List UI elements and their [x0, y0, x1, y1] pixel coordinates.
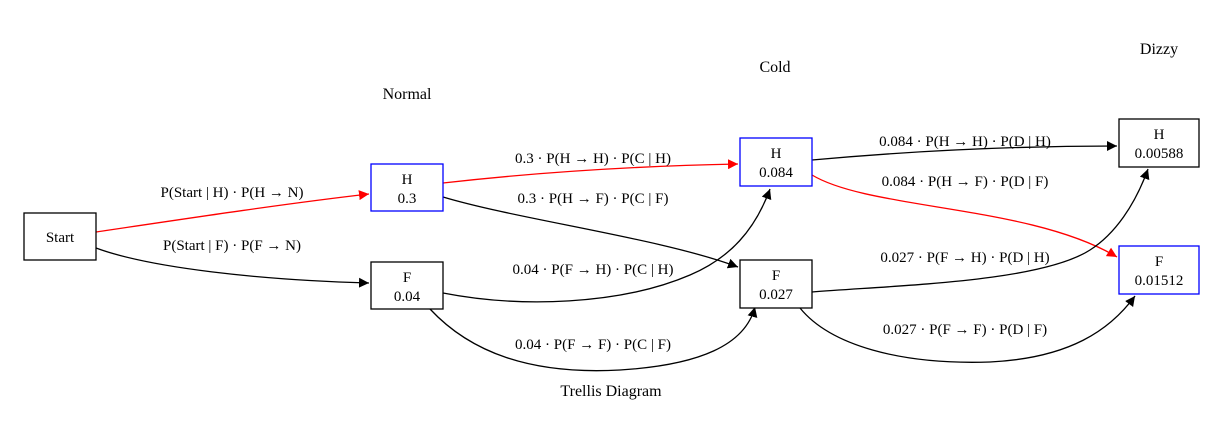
edge-normal-h-to-cold-h	[442, 159, 739, 184]
column-header-cold: Cold	[759, 59, 790, 76]
node-normal-f: F 0.04	[370, 261, 444, 310]
edge-cold-f-to-dizzy-h	[811, 168, 1150, 293]
edge-label-cold-h-dizzy-h: 0.084 · P(H → H) · P(D | H)	[879, 134, 1051, 150]
node-cold-h-value: 0.084	[759, 165, 793, 181]
node-start: Start	[23, 212, 97, 261]
diagram-caption: Trellis Diagram	[560, 383, 662, 400]
node-dizzy-f-value: 0.01512	[1135, 273, 1184, 289]
node-normal-f-value: 0.04	[394, 289, 421, 305]
node-cold-h: H 0.084	[739, 137, 813, 187]
node-normal-h: H 0.3	[370, 163, 444, 212]
edge-label-normal-f-cold-h: 0.04 · P(F → H) · P(C | H)	[513, 262, 674, 278]
column-header-normal: Normal	[383, 86, 432, 103]
edge-normal-h-to-cold-f	[442, 196, 739, 269]
edge-normal-f-to-cold-f	[429, 306, 758, 372]
column-header-dizzy: Dizzy	[1140, 41, 1178, 58]
edge-label-normal-h-cold-f: 0.3 · P(H → F) · P(C | F)	[518, 191, 669, 207]
edge-label-cold-h-dizzy-f: 0.084 · P(H → F) · P(D | F)	[882, 174, 1049, 190]
node-cold-f-state: F	[772, 268, 780, 284]
edge-cold-h-to-dizzy-f	[811, 174, 1118, 258]
edge-start-to-normal-f	[95, 247, 370, 288]
edge-normal-f-to-cold-h	[442, 188, 772, 303]
edge-label-cold-f-dizzy-f: 0.027 · P(F → F) · P(D | F)	[883, 322, 1047, 338]
node-dizzy-h-value: 0.00588	[1135, 146, 1184, 162]
node-normal-f-state: F	[403, 270, 411, 286]
node-dizzy-h: H 0.00588	[1118, 118, 1200, 168]
node-dizzy-f-state: F	[1155, 254, 1163, 270]
node-cold-f-value: 0.027	[759, 287, 793, 303]
edge-start-to-normal-h	[95, 190, 370, 233]
node-dizzy-f: F 0.01512	[1118, 245, 1200, 295]
node-normal-h-value: 0.3	[398, 191, 417, 207]
edge-label-start-f: P(Start | F) · P(F → N)	[163, 238, 301, 254]
node-cold-f: F 0.027	[739, 259, 813, 309]
node-cold-h-state: H	[771, 146, 782, 162]
node-start-label: Start	[46, 230, 75, 246]
edge-label-start-h: P(Start | H) · P(H → N)	[161, 185, 304, 201]
node-normal-h-state: H	[402, 172, 413, 188]
edge-label-cold-f-dizzy-h: 0.027 · P(F → H) · P(D | H)	[880, 250, 1049, 266]
edge-label-normal-h-cold-h: 0.3 · P(H → H) · P(C | H)	[515, 151, 671, 167]
edge-cold-f-to-dizzy-f	[799, 295, 1136, 363]
edge-label-normal-f-cold-f: 0.04 · P(F → F) · P(C | F)	[515, 337, 671, 353]
edge-cold-h-to-dizzy-h	[811, 141, 1118, 161]
node-dizzy-h-state: H	[1154, 127, 1165, 143]
